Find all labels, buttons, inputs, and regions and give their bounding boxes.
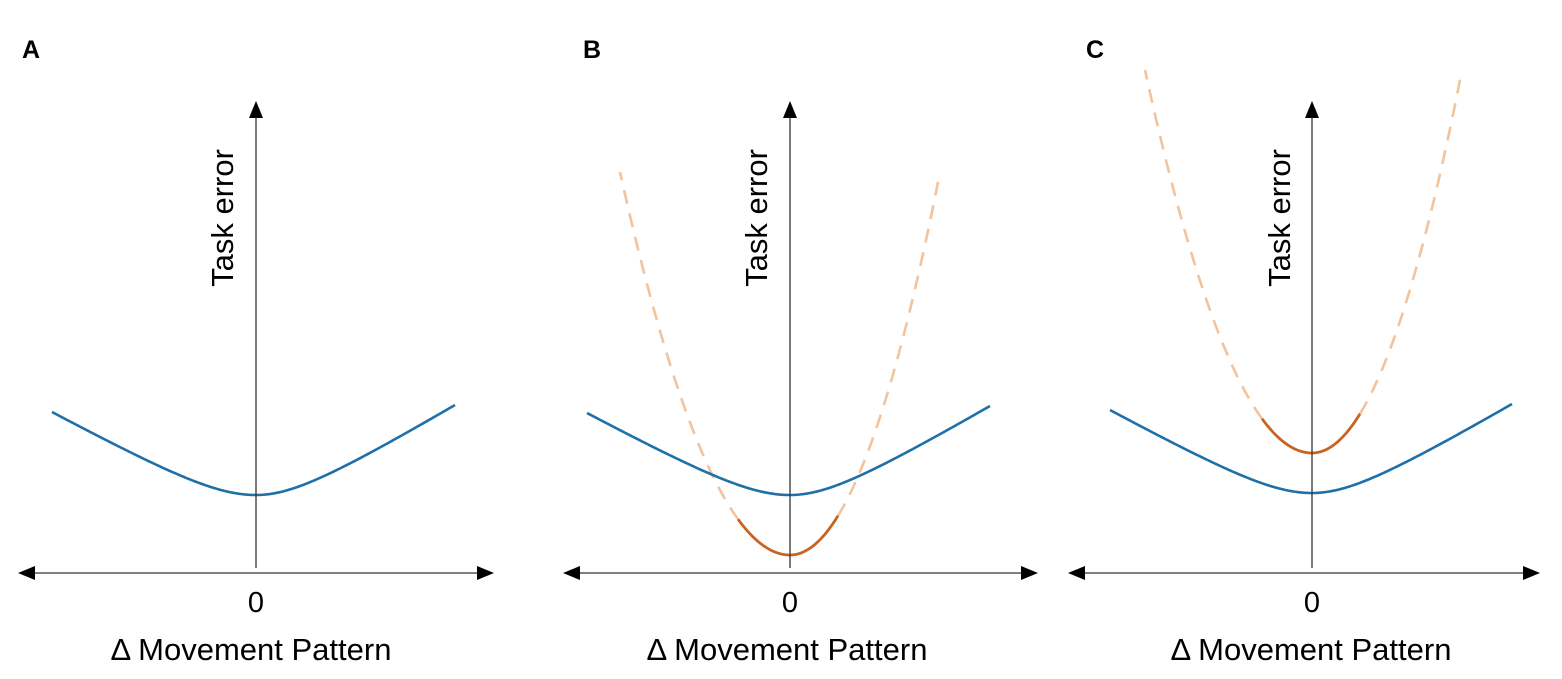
- panel-c-x-arrow-right: [1523, 566, 1540, 580]
- panel-b-orange-dashed-right: [836, 171, 942, 517]
- panel-b-y-label: Task error: [739, 149, 774, 287]
- panel-a-blue-curve: [51, 403, 456, 497]
- panel-b-x-arrow-right: [1021, 566, 1038, 580]
- panel-c-y-arrow: [1305, 101, 1319, 118]
- panel-a-y-label: Task error: [205, 149, 240, 287]
- panel-c-orange-curve: [1260, 413, 1362, 455]
- panel-b-blue-curve: [586, 404, 991, 497]
- panel-c-orange-dashed-right: [1358, 69, 1464, 415]
- panel-c-x-tick-0: 0: [1304, 587, 1320, 619]
- panel-c-orange-dashed-left: [1143, 69, 1264, 420]
- panel-b-orange-dashed-left: [618, 171, 740, 520]
- panel-c-x-label: Δ Movement Pattern: [1171, 632, 1452, 667]
- panel-b: B Task error 0 Δ Movement Pattern: [563, 36, 1038, 667]
- panel-a-letter: A: [22, 36, 40, 64]
- panel-a-y-arrow: [249, 101, 263, 118]
- panel-c-letter: C: [1086, 36, 1104, 64]
- panel-c-x-arrow-left: [1068, 566, 1085, 580]
- panel-b-x-tick-0: 0: [782, 587, 798, 619]
- panel-c-blue-curve: [1109, 402, 1513, 495]
- panel-b-x-arrow-left: [563, 566, 580, 580]
- panel-b-orange-curve: [736, 515, 840, 557]
- panel-a-x-tick-0: 0: [248, 587, 264, 619]
- panel-a-x-arrow-left: [18, 566, 35, 580]
- panel-c-y-label: Task error: [1262, 149, 1297, 287]
- panel-a-x-arrow-right: [477, 566, 494, 580]
- panel-b-y-arrow: [783, 101, 797, 118]
- panel-b-x-label: Δ Movement Pattern: [647, 632, 928, 667]
- panel-a-x-label: Δ Movement Pattern: [111, 632, 392, 667]
- panel-a: A Task error 0 Δ Movement Pattern: [18, 36, 494, 667]
- panel-c: C Task error 0 Δ Movement Pattern: [1068, 36, 1540, 667]
- panel-b-letter: B: [583, 36, 601, 64]
